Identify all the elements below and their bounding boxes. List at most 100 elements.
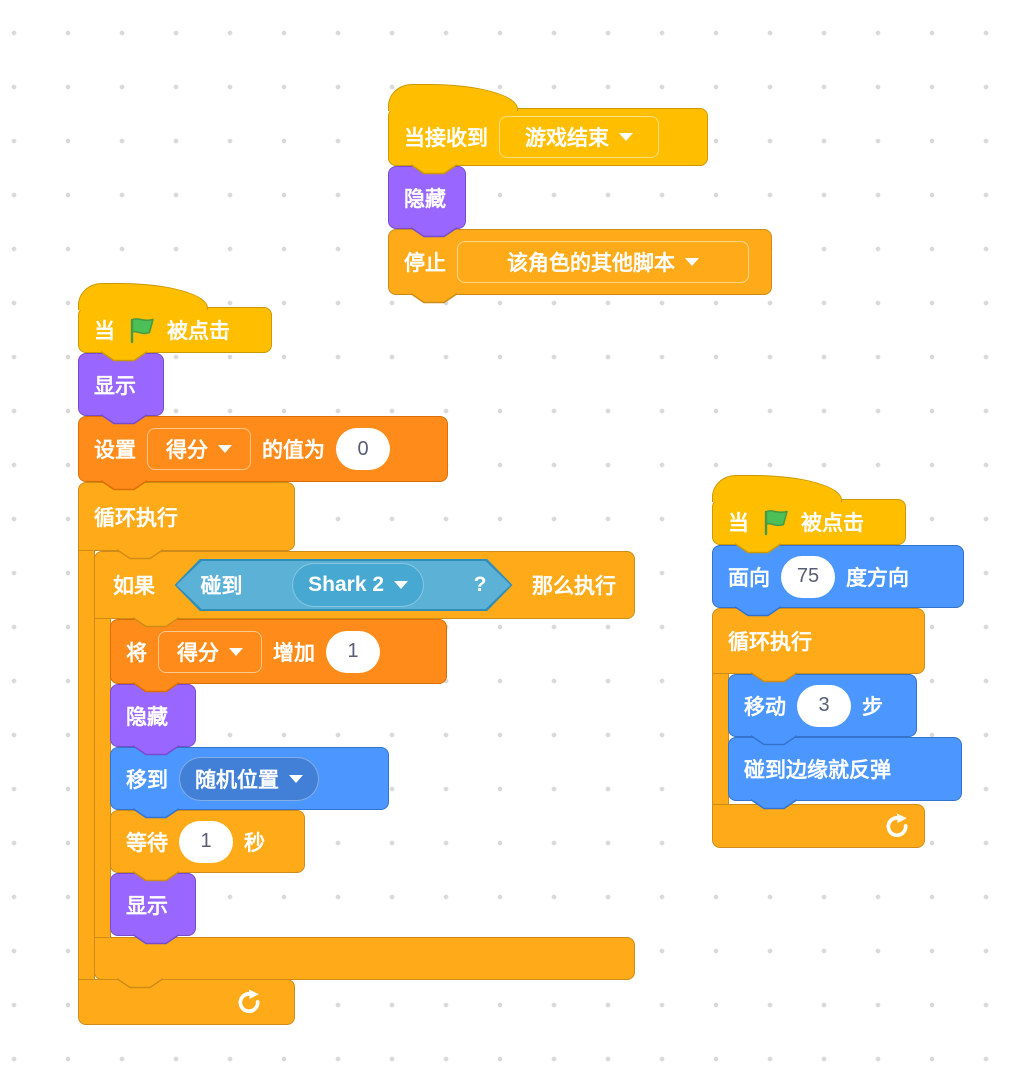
loop-arrow-icon xyxy=(238,989,260,1014)
dropdown-caret-icon xyxy=(685,258,699,266)
loop-arrow-icon xyxy=(886,813,908,838)
hide-label: 隐藏 xyxy=(126,705,168,729)
block-when-flag-clicked[interactable]: 当 被点击 xyxy=(77,282,272,361)
variable-dropdown[interactable]: 得分 xyxy=(158,630,262,673)
wait-unit-label: 秒 xyxy=(244,831,265,855)
dropdown-caret-icon xyxy=(218,445,232,453)
steps-suffix-label: 步 xyxy=(862,695,883,719)
block-tab xyxy=(133,744,179,755)
block-touching-condition[interactable]: 碰到 Shark 2 ? xyxy=(174,559,513,611)
block-tab xyxy=(133,807,179,818)
forever-label: 循环执行 xyxy=(94,506,178,530)
block-tab xyxy=(411,226,457,237)
wait-label: 等待 xyxy=(126,831,168,855)
block-show-2[interactable]: 显示 xyxy=(110,873,196,944)
block-change-variable[interactable]: 将 得分 增加 1 xyxy=(110,619,447,692)
hat-dome xyxy=(711,474,842,502)
hat-dome xyxy=(387,83,518,111)
dropdown-caret-icon xyxy=(289,774,303,783)
block-show[interactable]: 显示 xyxy=(78,353,164,424)
move-label: 移动 xyxy=(744,695,786,719)
steps-input[interactable]: 3 xyxy=(797,684,851,727)
block-tab xyxy=(411,292,457,303)
variable-dropdown[interactable]: 得分 xyxy=(147,428,251,470)
block-tab xyxy=(735,605,781,616)
block-tab xyxy=(133,616,179,627)
when-label: 当 xyxy=(728,512,749,535)
block-bounce-on-edge[interactable]: 碰到边缘就反弹 xyxy=(728,737,962,809)
forever-label: 循环执行 xyxy=(728,631,812,654)
block-point-direction[interactable]: 面向 75 度方向 xyxy=(712,545,964,616)
direction-suffix-label: 度方向 xyxy=(846,566,909,590)
point-label: 面向 xyxy=(728,566,770,590)
block-tab xyxy=(735,542,781,553)
change-by-label: 增加 xyxy=(273,641,315,665)
block-tab xyxy=(133,870,179,881)
clicked-label: 被点击 xyxy=(167,320,230,343)
touch-target-dropdown[interactable]: Shark 2 xyxy=(292,563,425,607)
block-tab xyxy=(101,479,147,490)
block-tab xyxy=(751,671,797,682)
goto-target-dropdown[interactable]: 随机位置 xyxy=(179,756,319,801)
block-forever-top[interactable]: 循环执行 xyxy=(78,482,295,559)
wait-value-input[interactable]: 1 xyxy=(179,820,233,863)
block-move-steps[interactable]: 移动 3 步 xyxy=(728,674,917,745)
touching-label: 碰到 xyxy=(200,575,243,598)
clicked-label: 被点击 xyxy=(801,512,864,535)
if-label: 如果 xyxy=(113,575,155,598)
change-label: 将 xyxy=(126,641,147,665)
stop-option-value: 该角色的其他脚本 xyxy=(507,252,675,275)
block-forever-top-2[interactable]: 循环执行 xyxy=(712,608,925,682)
broadcast-dropdown[interactable]: 游戏结束 xyxy=(499,116,659,158)
goto-label: 移到 xyxy=(126,768,168,792)
set-label: 设置 xyxy=(94,439,136,462)
direction-input[interactable]: 75 xyxy=(781,555,835,598)
if-wall[interactable] xyxy=(94,617,111,939)
block-tab xyxy=(101,350,147,361)
block-tab xyxy=(101,413,147,424)
goto-target-value: 随机位置 xyxy=(195,768,279,792)
block-forever-bottom[interactable] xyxy=(78,979,295,1025)
block-if-bottom[interactable] xyxy=(94,937,635,988)
green-flag-icon xyxy=(130,317,154,343)
question-mark-label: ? xyxy=(473,573,487,596)
bounce-label: 碰到边缘就反弹 xyxy=(744,759,891,782)
dropdown-caret-icon xyxy=(619,133,633,141)
dropdown-caret-icon xyxy=(229,647,243,656)
stop-label: 停止 xyxy=(404,252,446,275)
stop-option-dropdown[interactable]: 该角色的其他脚本 xyxy=(457,241,749,283)
block-wait[interactable]: 等待 1 秒 xyxy=(110,810,305,881)
block-tab xyxy=(117,977,163,988)
block-when-flag-clicked-2[interactable]: 当 被点击 xyxy=(711,474,906,553)
block-if-top[interactable]: 如果 碰到 Shark 2 ? 那么执行 xyxy=(94,551,635,627)
set-to-label: 的值为 xyxy=(262,439,325,462)
when-label: 当 xyxy=(94,320,115,343)
block-tab xyxy=(411,163,457,174)
block-when-receive[interactable]: 当接收到 游戏结束 xyxy=(387,83,708,174)
block-stop[interactable]: 停止 该角色的其他脚本 xyxy=(388,229,772,303)
set-value-input[interactable]: 0 xyxy=(336,428,390,470)
block-hide-2[interactable]: 隐藏 xyxy=(110,684,196,755)
when-receive-label: 当接收到 xyxy=(404,127,488,150)
block-set-variable[interactable]: 设置 得分 的值为 0 xyxy=(78,416,448,490)
block-goto[interactable]: 移到 随机位置 xyxy=(110,747,389,818)
block-tab xyxy=(133,681,179,692)
green-flag-icon xyxy=(764,509,788,535)
block-hide[interactable]: 隐藏 xyxy=(388,166,466,237)
touch-target-value: Shark 2 xyxy=(308,573,385,596)
block-tab xyxy=(751,798,797,809)
forever-wall[interactable] xyxy=(78,549,95,981)
dropdown-caret-icon xyxy=(394,581,409,589)
change-value-input[interactable]: 1 xyxy=(326,630,380,673)
block-tab xyxy=(117,548,163,559)
show-label: 显示 xyxy=(126,894,168,918)
hide-label: 隐藏 xyxy=(404,187,446,211)
variable-name: 得分 xyxy=(166,439,208,462)
block-tab xyxy=(751,734,797,745)
show-label: 显示 xyxy=(94,374,136,398)
forever-wall-2[interactable] xyxy=(712,672,729,806)
broadcast-value: 游戏结束 xyxy=(525,127,609,150)
block-forever-bottom-2[interactable] xyxy=(712,804,925,848)
then-label: 那么执行 xyxy=(532,575,616,598)
